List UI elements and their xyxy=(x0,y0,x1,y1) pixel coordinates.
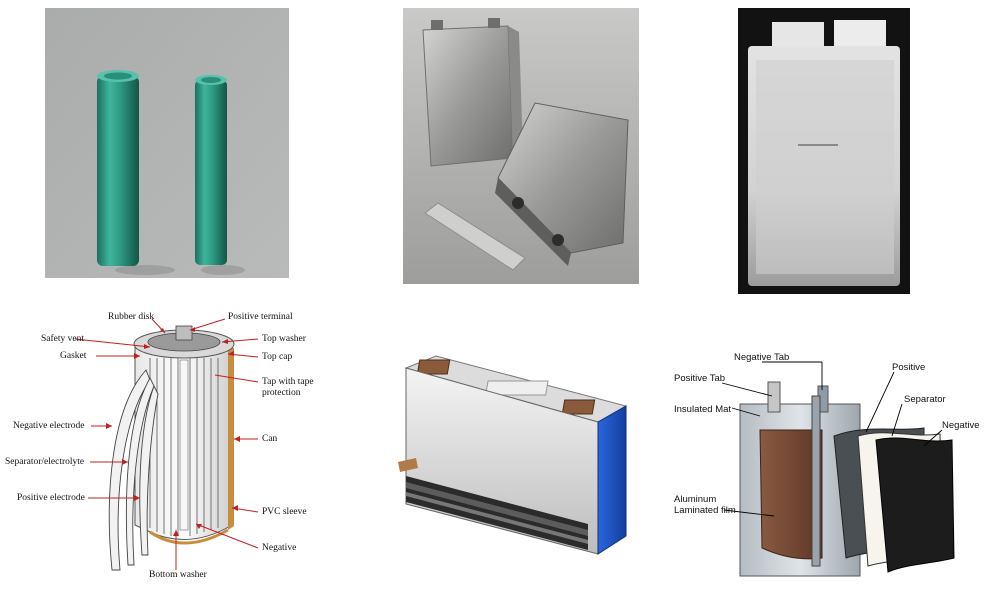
label-separator-electrolyte: Separator/electrolyte xyxy=(5,457,85,467)
pouch-cell-photo xyxy=(738,8,910,294)
label-positive-tab: Positive Tab xyxy=(674,373,726,384)
label-safety-vent: Safety vent xyxy=(41,334,85,344)
label-insulated-mat: Insulated Mat xyxy=(674,404,732,415)
label-top-washer: Top washer xyxy=(262,334,306,344)
label-negative: Negative xyxy=(262,543,297,553)
label-positive-electrode: Positive electrode xyxy=(17,493,85,503)
label-negative-layer: Negative xyxy=(942,420,980,431)
pouch-cell-cutaway-diagram: Negative Tab Positive Tab Positive Insul… xyxy=(662,336,998,598)
label-positive: Positive xyxy=(892,362,926,373)
label-separator: Separator xyxy=(904,394,946,405)
label-negative-electrode: Negative electrode xyxy=(13,421,85,431)
label-tap-with-tape-protection: Tap with tape protection xyxy=(262,377,314,398)
label-gasket: Gasket xyxy=(60,351,87,361)
label-top-cap: Top cap xyxy=(262,352,293,362)
cylinder-cell-small xyxy=(195,75,227,265)
prismatic-cells-photo xyxy=(403,8,639,284)
label-rubber-disk: Rubber disk xyxy=(108,312,155,322)
cylindrical-cell-cutaway-diagram: Rubber disk Positive terminal Safety ven… xyxy=(0,300,345,598)
label-aluminum-laminated-film: Aluminum Laminated film xyxy=(674,494,736,516)
prismatic-cutaway-render xyxy=(376,336,638,598)
label-negative-tab: Negative Tab xyxy=(734,352,790,363)
cylindrical-cells-photo xyxy=(45,8,289,278)
cylinder-cell-large xyxy=(97,70,139,266)
label-positive-terminal: Positive terminal xyxy=(228,312,293,322)
label-bottom-washer: Bottom washer xyxy=(149,570,207,580)
label-pvc-sleeve: PVC sleeve xyxy=(262,507,307,517)
label-can: Can xyxy=(262,434,278,444)
